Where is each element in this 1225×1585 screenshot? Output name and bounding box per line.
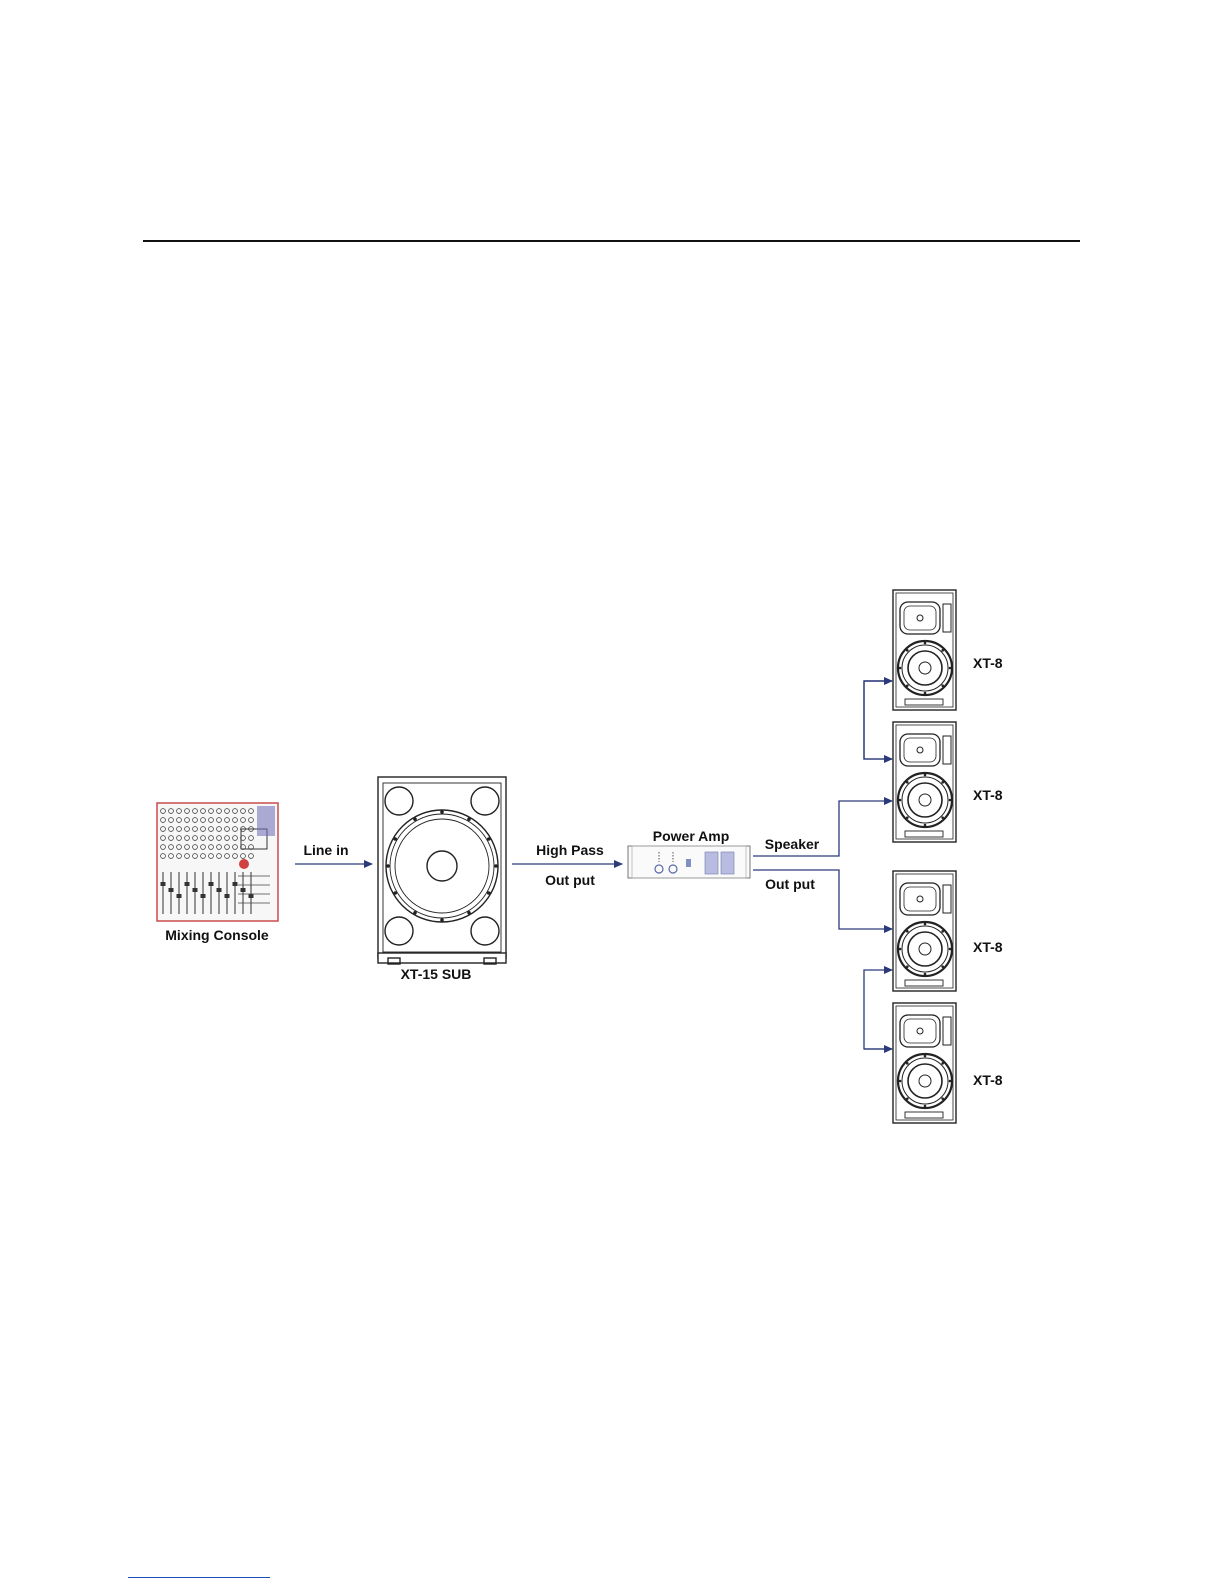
power-amp: [628, 846, 750, 878]
xt8-cabinet-4: [893, 1003, 956, 1123]
line-in-label: Line in: [303, 842, 348, 858]
power-amp-label: Power Amp: [653, 828, 730, 844]
out-put-label-1: Out put: [545, 872, 595, 888]
mixing-console: [157, 803, 278, 921]
xt8-label-2: XT-8: [973, 787, 1003, 803]
xt15-sub-cabinet: [378, 777, 506, 964]
out-put-label-2: Out put: [765, 876, 815, 892]
xt8-cabinet-3: [893, 871, 956, 991]
mixing-console-label: Mixing Console: [165, 927, 269, 943]
xt15-sub-label: XT-15 SUB: [401, 966, 472, 982]
xt8-cabinet-2: [893, 722, 956, 842]
high-pass-label: High Pass: [536, 842, 604, 858]
speaker-label: Speaker: [765, 836, 820, 852]
xt8-cabinet-1: [893, 590, 956, 710]
xt8-label-3: XT-8: [973, 939, 1003, 955]
xt8-label-1: XT-8: [973, 655, 1003, 671]
xt8-label-4: XT-8: [973, 1072, 1003, 1088]
xt8-cabinets: [893, 590, 956, 1123]
